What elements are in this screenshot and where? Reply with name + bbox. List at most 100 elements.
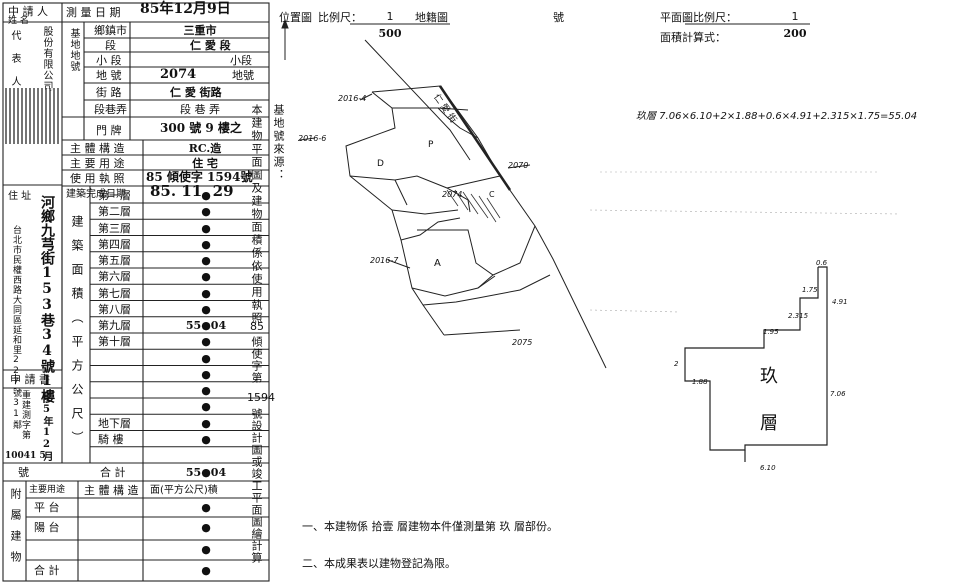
floor-row-value: ● [201, 351, 211, 365]
area-formula: 玖層 7.06×6.10+2×1.88+0.6×4.91+2.315×1.75=… [636, 111, 918, 122]
plan-room-label-1: 玖 [760, 366, 778, 387]
dim-1-95: 1.95 [763, 328, 779, 336]
side-note-text1: 本建物平面圖及建物面積係依使用執照 [250, 104, 263, 325]
base-lot-label: 基地地號 [68, 28, 79, 72]
applicant-company: 股份有限公司 [41, 26, 52, 92]
lot-suffix: 地號 [232, 69, 254, 82]
attached-col-area: 面(平方公尺)積 [150, 485, 218, 496]
note-1: 一、本建物係 拾壹 層建物本件僅測量第 玖 層部份。 [302, 520, 558, 533]
parcel-letter-d: D [377, 159, 384, 169]
floor-row-value: ● [201, 400, 211, 414]
lot-label-2016-7: 2016-7 [370, 256, 399, 265]
floor-row-name: 第六層 [98, 270, 131, 284]
application-label: 申 請 書 [10, 373, 50, 386]
dim-2: 2 [674, 360, 679, 368]
floor-row-value: ● [201, 270, 211, 284]
floor-row-value: ● [201, 189, 211, 202]
application-number-value: 10041 5 [5, 451, 46, 461]
attached-row-value: ● [201, 521, 211, 534]
location-map-title: 位置圖 [279, 11, 312, 24]
attached-total-value: ● [201, 564, 211, 577]
floor-row-name: 第三層 [98, 221, 131, 235]
parcel-letter-c: C [489, 190, 495, 199]
address-label: 住 址 [8, 191, 32, 202]
floor-total-label: 合 計 [100, 466, 126, 479]
applicant-header: 中 請 人 [8, 5, 48, 18]
floor-row-value: ● [201, 302, 211, 316]
location-scale-numerator: 1 [386, 10, 394, 23]
plan-room-label-2: 層 [760, 413, 778, 434]
dim-7-06: 7.06 [830, 390, 846, 398]
subsection-label: 小 段 [96, 54, 122, 67]
license-value: 85 傾使字 1594號 [146, 170, 253, 184]
floor-row-name: 第七層 [98, 286, 131, 300]
plan-scale-label: 平面圖比例尺： [660, 11, 737, 24]
use-value: 住 宅 [192, 157, 218, 170]
street-label: 街 路 [96, 86, 122, 99]
floor-row-value: ● [201, 205, 211, 219]
floor-row-name: 地下層 [98, 416, 131, 430]
applicant-rep-label: 代 表 人 [9, 30, 20, 87]
floor-row-name: 第四層 [98, 237, 131, 251]
floor-row-value: ● [201, 254, 211, 267]
lot-label-2016-6: 2016-6 [298, 134, 327, 143]
floor-row-name: 第九層 [98, 319, 131, 332]
floor-row-name: 第一層 [98, 189, 131, 202]
completion-value: 85. 11. 29 [150, 182, 234, 200]
application-date: 85年12月 [41, 392, 52, 462]
applicant-seal-stamp [5, 88, 59, 144]
base-source-label: 基地號來源： [272, 104, 285, 182]
floor-row-value: ● [201, 335, 211, 349]
floor-row-value: ● [201, 237, 211, 251]
alt-address: 台北市民權西路大同區延和里227號31鄰 [11, 225, 21, 430]
door-value: 300 號 9 樓之 [160, 121, 242, 135]
lot-label-2074: 2074 [442, 190, 463, 199]
township-label: 鄉鎮市 [94, 24, 127, 37]
section-value: 仁 愛 段 [190, 39, 231, 52]
floor-row-value: 55●04 [185, 319, 227, 332]
application-number-label: 重建測字第 [20, 390, 30, 440]
attached-total-label: 合 計 [34, 564, 60, 577]
attached-row-name: 平 台 [34, 501, 60, 514]
lane-value: 段 巷 弄 [180, 103, 220, 116]
floor-row-value: ● [201, 286, 211, 300]
plan-scale-denominator: 200 [783, 27, 807, 40]
applicant-name-header: 姓 名 [8, 16, 29, 26]
dim-6-10: 6.10 [760, 464, 776, 472]
side-note-text2: 傾使字第 [250, 336, 263, 384]
lot-label-2075: 2075 [512, 338, 533, 347]
attached-col-structure: 主 體 構 造 [84, 484, 139, 497]
plan-scale-numerator: 1 [791, 10, 799, 23]
survey-date-value: 85年12月9日 [140, 1, 231, 17]
side-note-num2: 1594 [247, 391, 275, 404]
floor-row-value: ● [201, 416, 211, 430]
attached-col-use: 主要用途 [29, 485, 66, 495]
side-note-num1: 85 [250, 320, 264, 333]
lot-value: 2074 [160, 67, 197, 82]
structure-value: RC.造 [188, 142, 222, 155]
parcel-letter-p: P [428, 140, 434, 150]
dim-1-88: 1.88 [692, 378, 708, 386]
use-label: 主 要 用 途 [70, 157, 125, 170]
floor-row-value: ● [201, 367, 211, 381]
location-scale-label: 比例尺： [318, 11, 362, 24]
floor-row-value: ● [201, 432, 211, 446]
completion-label: 建築完成日期 [66, 189, 126, 200]
dim-0-6: 0.6 [816, 259, 828, 267]
floor-row-name: 第五層 [98, 254, 131, 267]
cadastral-no-label: 號 [553, 11, 564, 24]
subsection-value: 小段 [230, 54, 252, 67]
side-note-text3: 號設計圖或竣工平面圖繪計算 [250, 408, 263, 564]
attached-row-name: 陽 台 [34, 521, 60, 534]
attached-row-value: ● [201, 543, 211, 556]
floor-total-value: 55●04 [185, 466, 227, 479]
door-label: 門 牌 [96, 124, 122, 137]
parcel-letter-a: A [434, 258, 441, 269]
lane-label: 段巷弄 [94, 103, 127, 116]
floor-row-name: 騎 樓 [98, 432, 124, 446]
dim-2-315: 2.315 [788, 312, 809, 320]
floor-row-name: 第十層 [98, 335, 131, 349]
note-2: 二、本成果表以建物登記為限。 [302, 557, 456, 570]
survey-date-label: 測 量 日 期 [66, 6, 121, 19]
